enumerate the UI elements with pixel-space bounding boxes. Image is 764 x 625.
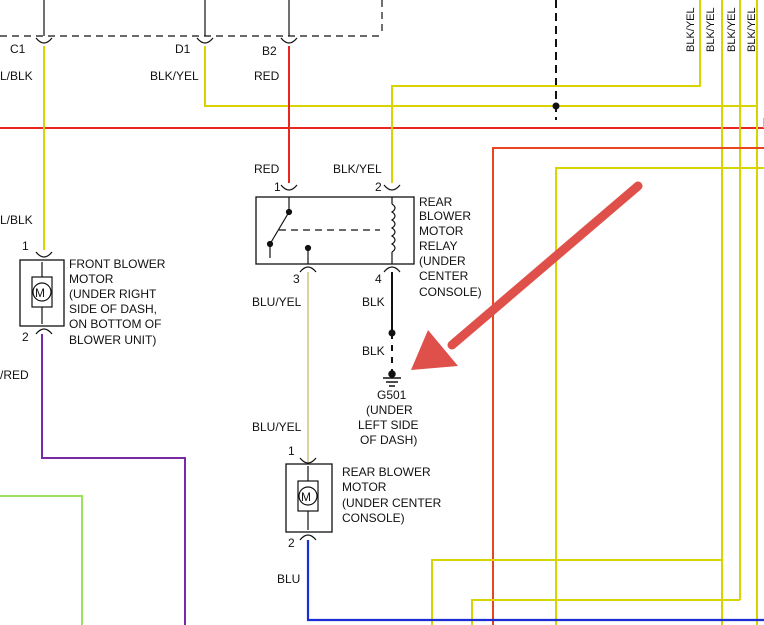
front-motor-label-2: (UNDER RIGHT: [69, 287, 157, 301]
connector-d1-label: D1: [175, 42, 191, 56]
splice-dot: [552, 102, 560, 110]
front-motor-label-3: SIDE OF DASH,: [69, 302, 157, 316]
vertical-label-2: BLK/YEL: [705, 7, 717, 52]
relay-label-6: CONSOLE): [419, 285, 482, 299]
rear-motor-label-3: CONSOLE): [342, 511, 405, 525]
vertical-label-3: BLK/YEL: [726, 7, 738, 52]
connector-b2-label: B2: [262, 44, 277, 58]
lower-yellow-wire: [431, 559, 722, 625]
wire-lblk-top-label: L/BLK: [0, 69, 33, 83]
connector-cups: [35, 37, 298, 44]
wire-bluyel-motor-label: BLU/YEL: [252, 420, 302, 434]
blu-wire: [306, 540, 764, 622]
front-pin-1: 1: [22, 239, 29, 253]
ground-label-0: G501: [377, 388, 407, 402]
connector-c1-label: C1: [10, 42, 26, 56]
ground-label-1: (UNDER: [366, 403, 413, 417]
front-motor-label-5: BLOWER UNIT): [69, 333, 156, 347]
relay-label-0: REAR: [419, 195, 453, 209]
rear-pin-1: 1: [288, 444, 295, 458]
front-pin-2: 2: [22, 330, 29, 344]
relay-label-3: RELAY: [419, 239, 457, 253]
relay-pin-4: 4: [375, 272, 382, 286]
wire-lblk-mid-label: L/BLK: [0, 213, 33, 227]
front-motor-label-4: ON BOTTOM OF: [69, 317, 161, 331]
wire-blkyel-top-label: BLK/YEL: [150, 69, 199, 83]
rear-motor-label-0: REAR BLOWER: [342, 465, 431, 479]
relay-label-4: (UNDER: [419, 254, 466, 268]
harness-connector-box: [0, 0, 383, 37]
relay-label-5: CENTER: [419, 269, 469, 283]
wire-vred-label: /RED: [0, 368, 29, 382]
wire-blk-pin4-label: BLK: [362, 295, 385, 309]
orange-wire: [492, 147, 764, 625]
wire-blkyel-relay-label: BLK/YEL: [333, 162, 382, 176]
wire-blu-label: BLU: [277, 572, 300, 586]
front-motor-label-1: MOTOR: [69, 272, 114, 286]
front-motor-label-0: FRONT BLOWER: [69, 257, 166, 271]
rear-blower-motor-box: [285, 463, 333, 533]
relay-pin-1: 1: [274, 180, 281, 194]
green-wire: [0, 495, 83, 625]
wire-red-top-label: RED: [254, 69, 280, 83]
front-motor-symbol: [31, 262, 53, 324]
rear-motor-cups: [299, 457, 317, 541]
vertical-label-4: BLK/YEL: [746, 7, 758, 52]
front-motor-cups: [35, 251, 53, 335]
relay-pin-cups: [280, 184, 401, 273]
purple-wire: [41, 334, 186, 625]
relay-switch: [266, 197, 396, 264]
bottom-yellow-wire: [471, 599, 740, 625]
rear-motor-symbol: [297, 466, 319, 530]
vertical-label-1: BLK/YEL: [685, 7, 697, 52]
wire-bluyel-pin3-label: BLU/YEL: [252, 295, 302, 309]
ground-label-2: LEFT SIDE: [358, 418, 418, 432]
ground-symbol: [383, 370, 401, 387]
relay-label-1: BLOWER: [419, 209, 471, 223]
blkyel-d1-wire: [204, 46, 757, 107]
rear-motor-label-2: (UNDER CENTER: [342, 496, 442, 510]
wire-blk-ground-label: BLK: [362, 344, 385, 358]
blkyel-relay-wire: [391, 0, 701, 183]
relay-pin-2: 2: [375, 180, 382, 194]
front-motor-m: M: [35, 286, 45, 300]
wire-red-relay-label: RED: [254, 162, 280, 176]
relay-label-2: MOTOR: [419, 224, 464, 238]
yellow-inner-wire: [555, 167, 764, 625]
rear-pin-2: 2: [288, 536, 295, 550]
rear-motor-label-1: MOTOR: [342, 480, 387, 494]
ground-label-3: OF DASH): [360, 433, 417, 447]
annotation-arrow: [411, 181, 643, 370]
relay-pin-3: 3: [293, 272, 300, 286]
rear-motor-m: M: [301, 490, 311, 504]
